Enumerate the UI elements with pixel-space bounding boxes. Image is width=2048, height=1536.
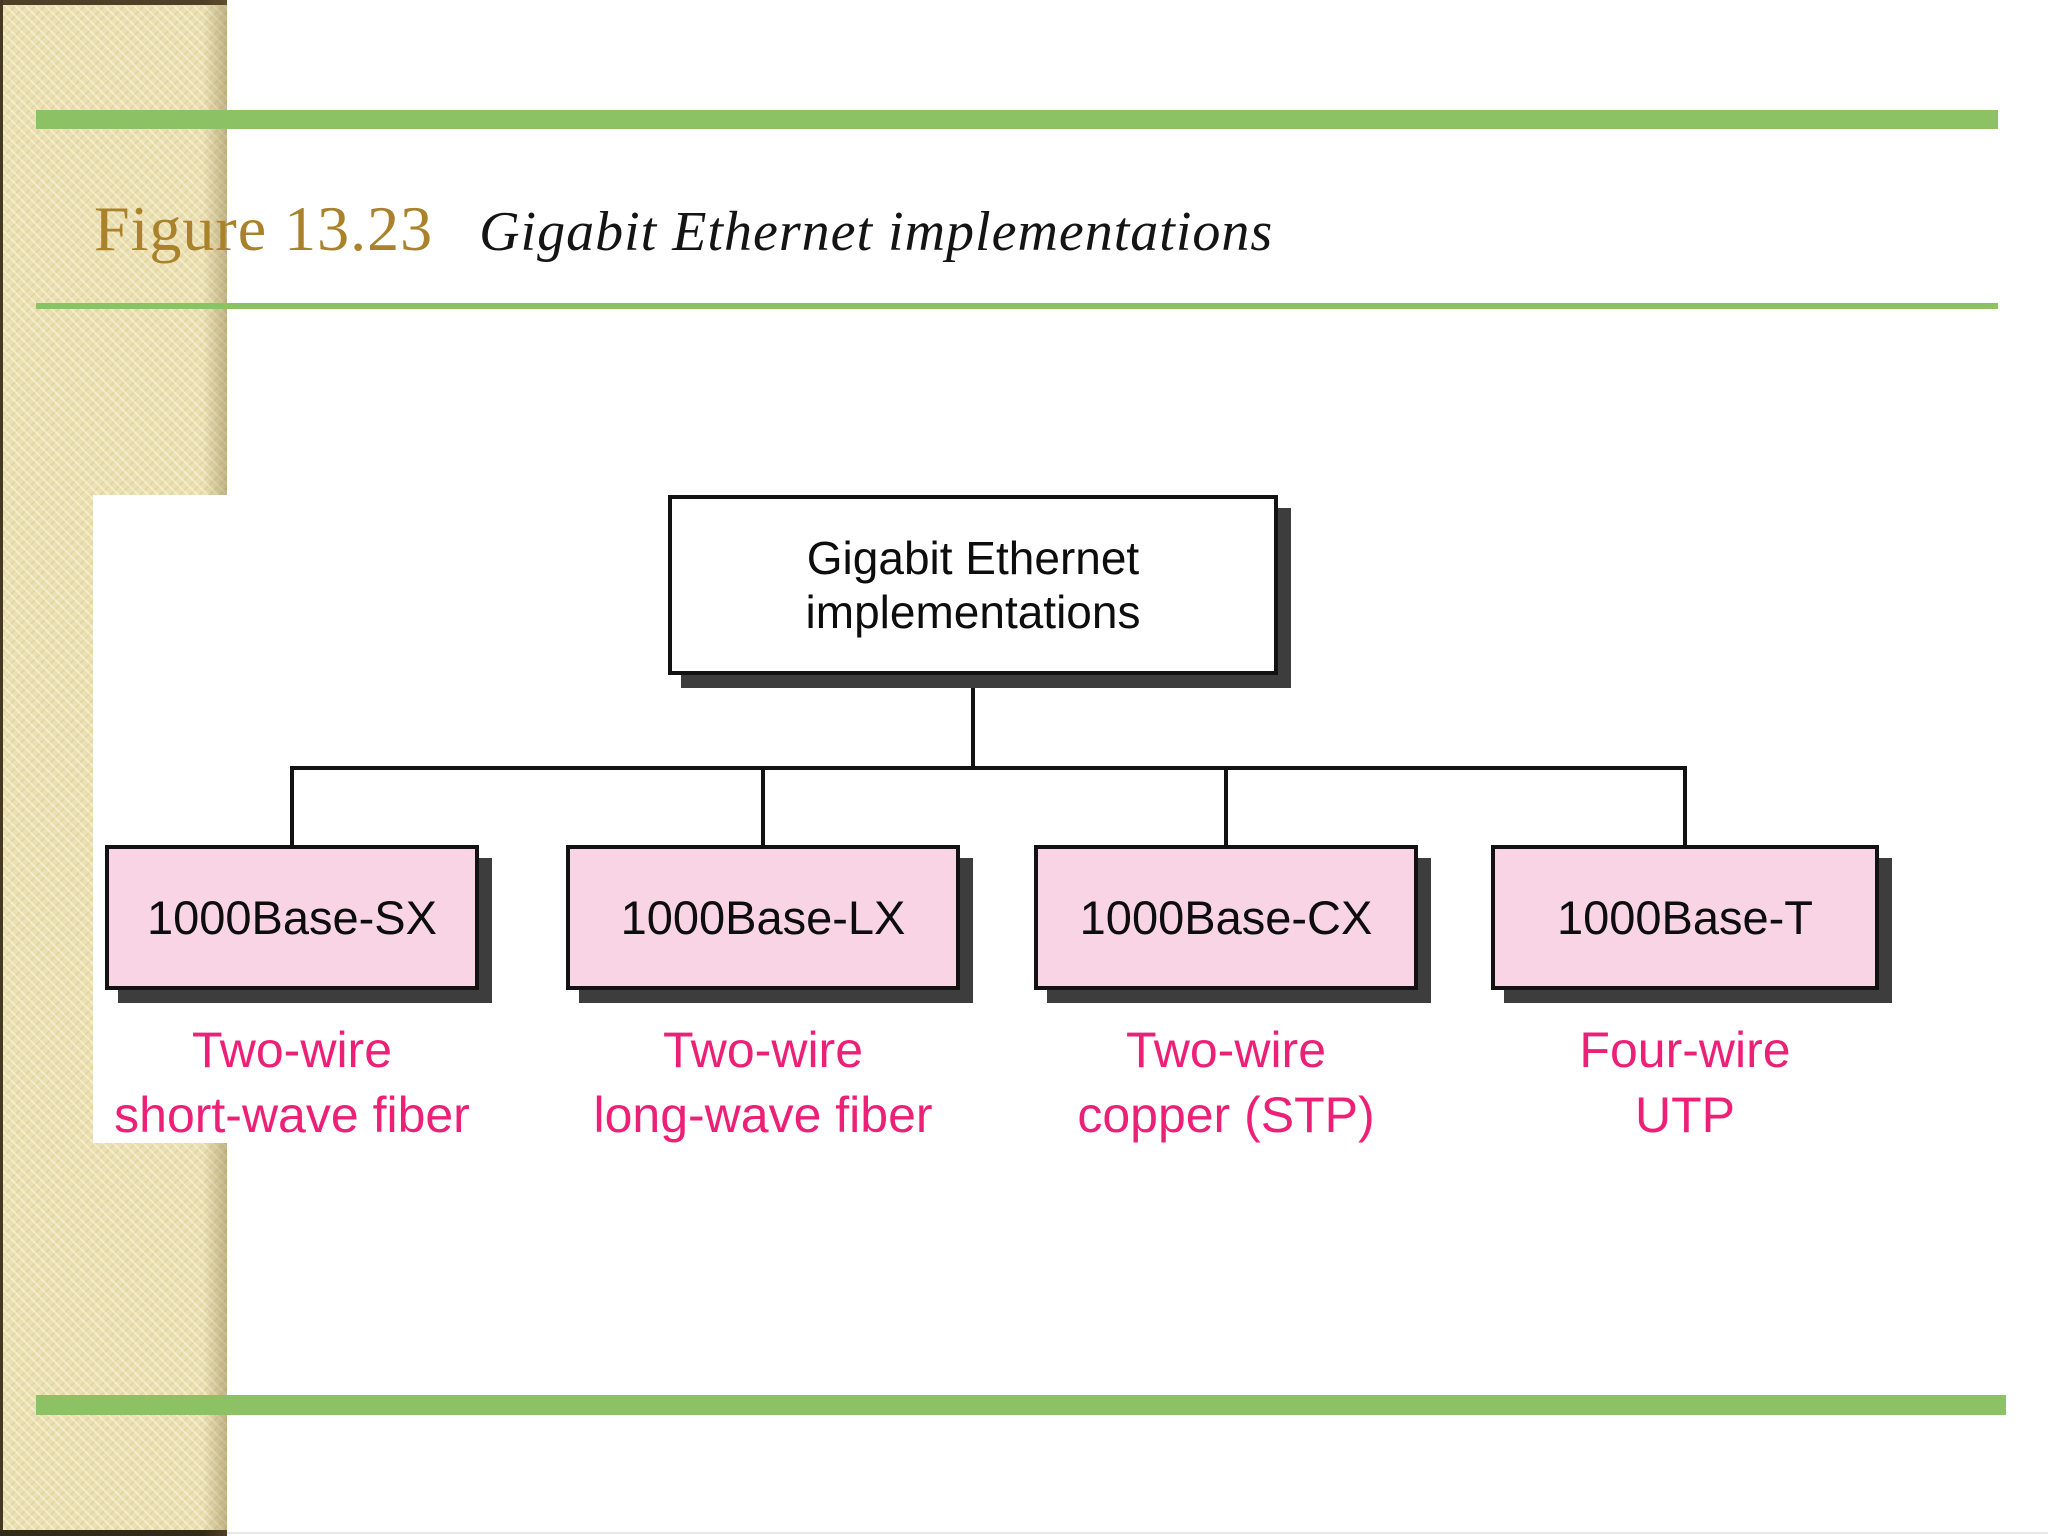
connector-drop-t bbox=[1683, 768, 1687, 848]
title-separator-rule bbox=[36, 303, 1998, 309]
slide-bottom-edge bbox=[227, 1532, 2048, 1534]
desc-1000base-lx: Two-wire long-wave fiber bbox=[593, 1022, 933, 1143]
node-1000base-lx: 1000Base-LX bbox=[566, 845, 960, 990]
top-accent-bar bbox=[36, 110, 1998, 129]
desc-1000base-sx: Two-wire short-wave fiber bbox=[114, 1022, 470, 1143]
side-stripe-left-edge bbox=[0, 0, 3, 1536]
side-stripe-bottom-edge bbox=[0, 1530, 227, 1536]
connector-horizontal bbox=[290, 766, 1687, 770]
node-label: 1000Base-T bbox=[1556, 891, 1814, 944]
connector-drop-lx bbox=[761, 768, 765, 848]
connector-drop-sx bbox=[290, 768, 294, 848]
bottom-accent-bar bbox=[36, 1395, 2006, 1415]
root-node-gigabit-ethernet: Gigabit Ethernet implementations bbox=[668, 495, 1278, 675]
desc-1000base-t: Four-wire UTP bbox=[1579, 1022, 1791, 1143]
connector-root-stem bbox=[971, 672, 975, 768]
figure-label: Figure 13.23 bbox=[94, 193, 434, 264]
node-1000base-t: 1000Base-T bbox=[1491, 845, 1879, 990]
node-label: 1000Base-SX bbox=[146, 891, 438, 944]
node-1000base-cx: 1000Base-CX bbox=[1034, 845, 1418, 990]
figure-caption: Gigabit Ethernet implementations bbox=[479, 201, 1274, 263]
root-node-label: Gigabit Ethernet implementations bbox=[805, 531, 1141, 638]
node-label: 1000Base-CX bbox=[1079, 891, 1373, 944]
desc-1000base-cx: Two-wire copper (STP) bbox=[1077, 1022, 1375, 1143]
connector-drop-cx bbox=[1224, 768, 1228, 848]
slide-header: Figure 13.23 Gigabit Ethernet implementa… bbox=[94, 192, 1273, 266]
node-label: 1000Base-LX bbox=[620, 891, 906, 944]
node-1000base-sx: 1000Base-SX bbox=[105, 845, 479, 990]
side-stripe-top-edge bbox=[0, 0, 227, 5]
